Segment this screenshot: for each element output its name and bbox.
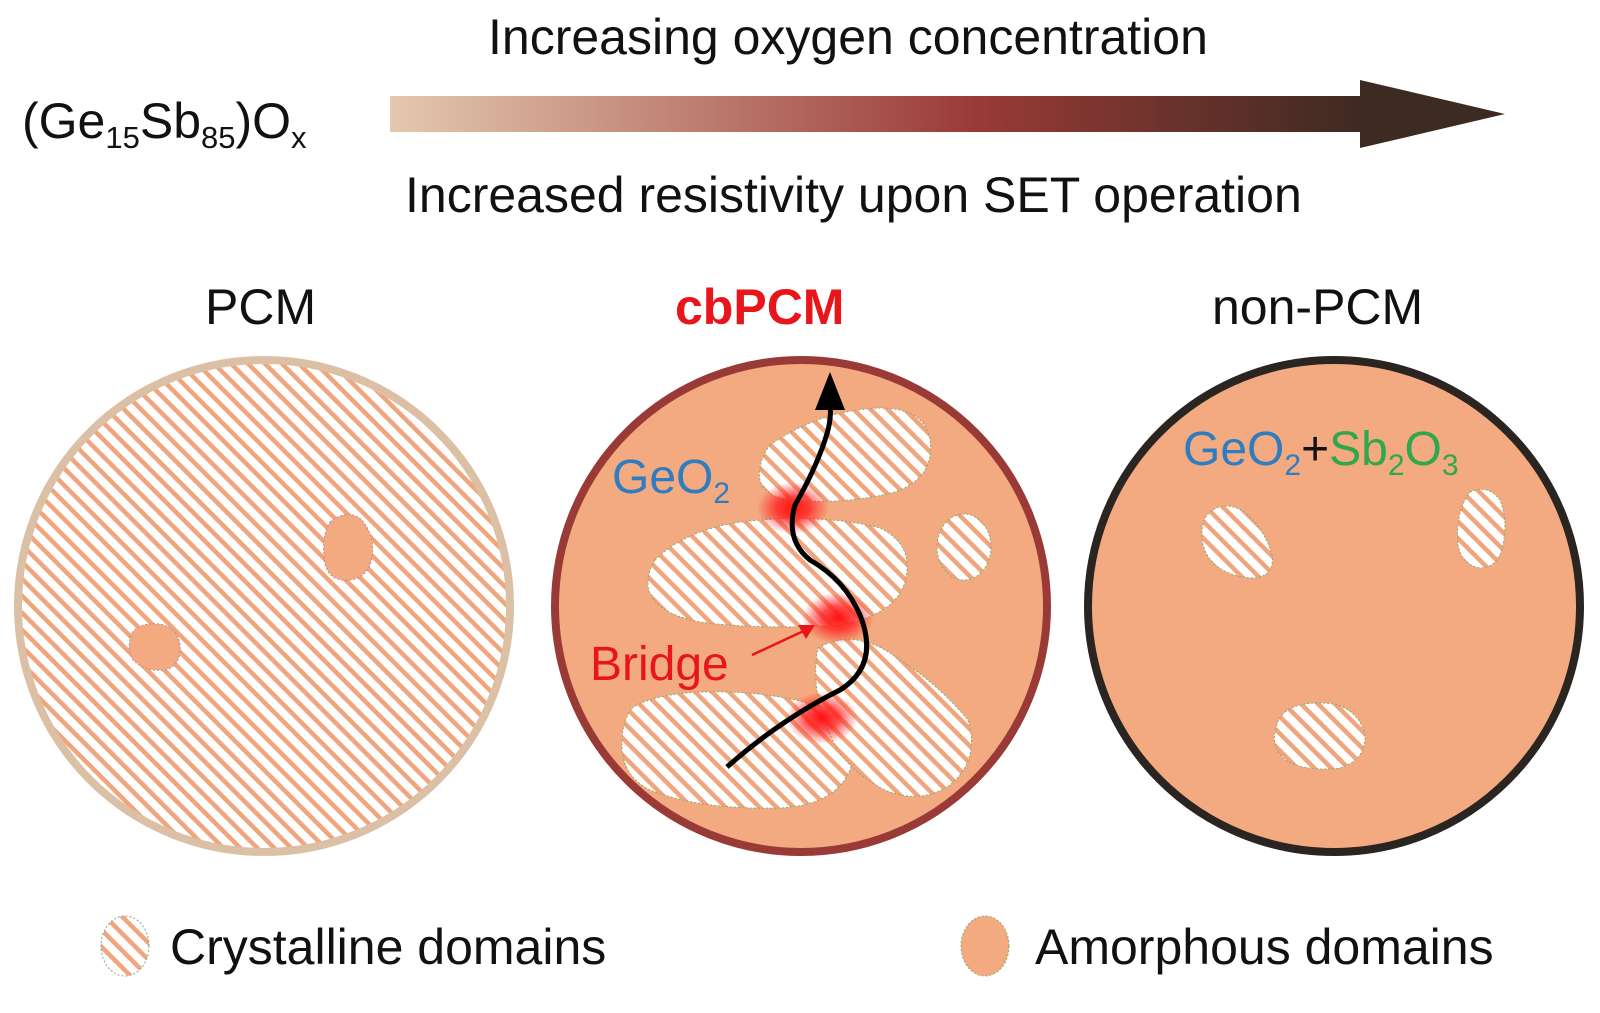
bridge-label: Bridge — [590, 638, 729, 691]
panel-title-non-pcm: non-PCM — [1212, 279, 1424, 335]
crystalline-domain — [1273, 702, 1366, 770]
conduction-arrowhead — [815, 372, 845, 410]
geo2-label-cbpcm: GeO2 — [612, 451, 730, 510]
crystalline-domain — [1201, 505, 1273, 579]
cbpcm-circle — [551, 356, 1051, 856]
amorphous-domain — [128, 623, 181, 671]
panel-title-pcm: PCM — [205, 279, 317, 335]
material-formula: (Ge15Sb85)Ox — [22, 93, 307, 155]
crystalline-domain — [936, 513, 992, 581]
bridge-pointer — [751, 626, 811, 657]
oxide-mix-label: GeO2+Sb2O3 — [1183, 423, 1459, 482]
amorphous-domain — [323, 514, 374, 581]
conduction-path-arrow — [725, 404, 870, 769]
non-pcm-circle — [1084, 356, 1584, 856]
legend-crystalline-swatch — [100, 915, 150, 977]
oxygen-concentration-caption: Increasing oxygen concentration — [488, 9, 1208, 65]
pcm-circle — [14, 356, 514, 856]
crystalline-domain — [758, 407, 932, 502]
bridge-glow — [786, 692, 858, 744]
resistivity-caption: Increased resistivity upon SET operation — [405, 167, 1302, 223]
oxygen-gradient-arrow — [390, 80, 1505, 148]
panel-title-cbpcm: cbPCM — [675, 279, 845, 335]
crystalline-domain — [1457, 488, 1506, 569]
legend-crystalline-label: Crystalline domains — [170, 919, 607, 975]
legend-amorphous-swatch — [960, 915, 1010, 977]
legend-amorphous-label: Amorphous domains — [1035, 919, 1494, 975]
